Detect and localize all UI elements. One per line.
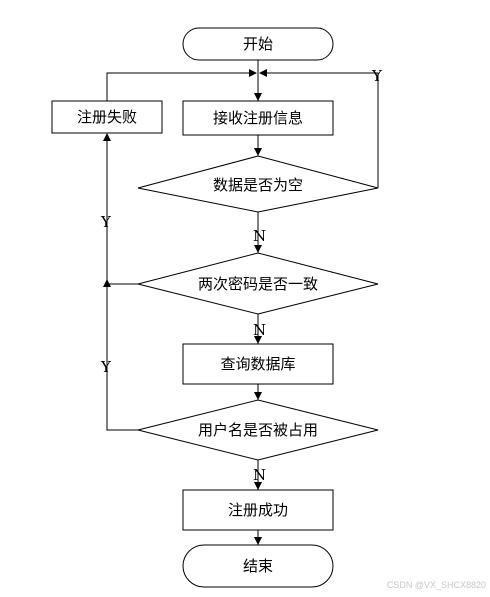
process-shape [182, 343, 334, 385]
arrowheads [103, 69, 267, 545]
decision-shape [137, 252, 379, 315]
arrowhead-into-check-password [254, 245, 262, 253]
node-label: 查询数据库 [220, 355, 295, 373]
arrowhead-into-check-empty [254, 148, 262, 156]
node-label: 数据是否为空 [213, 176, 303, 194]
arrowhead-into-check-username [254, 392, 262, 400]
arrowhead-join-left-branch [103, 279, 111, 287]
node-label: 用户名是否被占用 [198, 421, 318, 439]
process-shape [182, 100, 334, 136]
edge-username-yes [106, 284, 138, 431]
arrowhead-into-success [254, 482, 262, 490]
arrowhead-into-query-db [254, 336, 262, 344]
label-username-no: N [253, 466, 266, 484]
node-label: 开始 [243, 35, 273, 53]
edge-labels: Y N Y N Y N [100, 67, 383, 484]
decision-shape [137, 399, 379, 461]
label-empty-no: N [253, 227, 266, 245]
process-shape [51, 100, 163, 134]
watermark: CSDN @VX_SHCX8820 [387, 580, 486, 590]
terminal-shape [182, 544, 334, 588]
arrowhead-into-end [254, 537, 262, 545]
node-check-empty: 数据是否为空 [137, 155, 379, 213]
node-label: 注册成功 [228, 501, 288, 519]
arrowhead-retry-from-right [259, 69, 267, 77]
decision-shape [137, 155, 379, 213]
edge-empty-yes [267, 72, 379, 188]
label-username-yes: Y [100, 358, 112, 376]
label-empty-yes: Y [371, 67, 383, 85]
node-label: 注册失败 [77, 108, 137, 126]
node-start: 开始 [182, 27, 334, 61]
process-shape [182, 489, 334, 531]
node-label: 接收注册信息 [213, 109, 303, 127]
arrowhead-into-fail [103, 133, 111, 141]
label-password-no: N [253, 321, 266, 339]
edge-password-yes [106, 141, 138, 285]
node-label: 两次密码是否一致 [198, 275, 318, 293]
node-receive-info: 接收注册信息 [182, 100, 334, 136]
label-password-yes: Y [100, 213, 112, 231]
node-label: 结束 [243, 557, 273, 575]
node-register-success: 注册成功 [182, 489, 334, 531]
node-check-username-taken: 用户名是否被占用 [137, 399, 379, 461]
node-register-fail: 注册失败 [51, 100, 163, 134]
node-end: 结束 [182, 544, 334, 588]
arrowhead-into-receive [254, 93, 262, 101]
terminal-shape [182, 27, 334, 61]
node-query-db: 查询数据库 [182, 343, 334, 385]
arrowhead-retry-from-left [249, 69, 257, 77]
node-check-password-match: 两次密码是否一致 [137, 252, 379, 315]
edge-fail-to-retry [106, 72, 249, 101]
